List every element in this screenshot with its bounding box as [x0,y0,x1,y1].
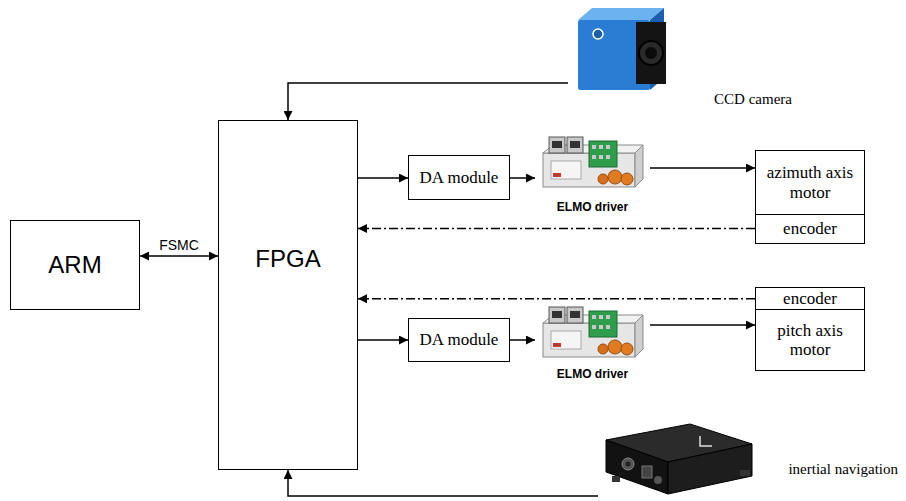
node-text: azimuth axis motor [760,163,860,202]
motor-box: azimuth axis motor [755,150,865,215]
driver-figure [543,307,643,357]
motor-box: pitch axis motor [755,309,865,371]
camera-figure [578,8,666,90]
signal-arrow [358,339,408,341]
feedback-line [358,298,755,300]
node-text: FPGA [255,245,320,273]
driver-figure [543,137,643,187]
node-text: pitch axis motor [760,321,860,360]
signal-arrow [510,339,535,341]
signal-arrow [288,470,598,496]
signal-arrow [510,177,535,179]
node-text: DA module [420,168,499,188]
feedback-line [358,228,755,230]
node-text: inertial navigation [788,461,898,478]
signal-arrow [288,83,568,120]
node-text: encoder [783,289,837,309]
encoder-box: encoder [755,287,865,311]
node-text: ELMO driver [557,201,628,215]
edge-label: FSMC [157,237,201,253]
driver-node: ELMO driver [535,133,650,217]
da-module-box: DA module [408,155,510,200]
signal-arrow [650,324,755,326]
encoder-box: encoder [755,214,865,244]
da-module-box: DA module [408,318,510,362]
signal-arrow [140,255,218,257]
node-text: ARM [48,251,101,279]
node-text: CCD camera [714,91,792,108]
processor-box: ARM [10,220,140,310]
driver-node: ELMO driver [535,304,650,384]
imu-figure [606,424,752,494]
fpga-box: FPGA [218,120,358,470]
node-text: ELMO driver [557,368,628,382]
node-text: encoder [783,219,837,239]
signal-arrow [358,177,408,179]
camera-node: CCD camera [568,4,796,110]
signal-arrow [650,167,755,169]
imu-node: inertial navigation [598,418,902,500]
node-text: DA module [420,330,499,350]
